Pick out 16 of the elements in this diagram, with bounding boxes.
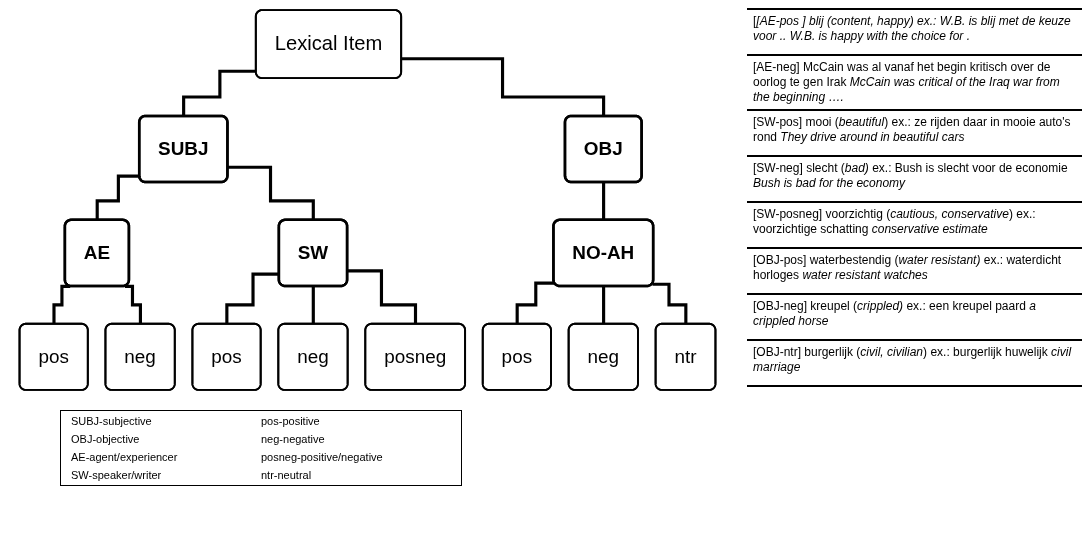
example-note: [OBJ-ntr] burgerlijk (civil, civilian) ex.: burgerlijk huwelijk civil marriage	[747, 341, 1082, 387]
table-cell-text: pos-positive	[261, 415, 321, 427]
table-cell-text: AE-agent/experiencer	[71, 451, 179, 463]
table-cell-text: SW-speaker/writer	[71, 469, 163, 481]
example-note: [OBJ-pos] waterbestendig (water resistant) ex.: waterdicht horloges water resistant watches	[747, 249, 1082, 295]
table-cell-text: ntr-neutral	[261, 469, 313, 481]
example-note: [SW-pos] mooi (beautiful) ex.: ze rijden daar in mooie auto's rond They drive around in beautiful cars	[747, 111, 1082, 157]
table-cell-text: SUBJ-subjective	[71, 415, 153, 427]
example-note: [SW-neg] slecht (bad) ex.: Bush is slecht voor de economie Bush is bad for the economy	[747, 157, 1082, 203]
table-cell-text: neg-negative	[261, 433, 326, 445]
table-cell-text: OBJ-objective	[71, 433, 141, 445]
example-note: [[AE-pos ] blij (content, happy) ex.: W.B. is blij met de keuze voor .. W.B. is happy with the choice for .	[747, 10, 1082, 56]
table-cell-text: posneg-positive/negative	[261, 451, 384, 463]
example-note: [AE-neg] McCain was al vanaf het begin kritisch over de oorlog te gen Irak McCain was critical of the Iraq war from the beginning ….	[747, 56, 1082, 111]
example-note: [SW-posneg] voorzichtig (cautious, conservative) ex.: voorzichtige schatting conservative estimate	[747, 203, 1082, 249]
example-note: [OBJ-neg] kreupel (crippled) ex.: een kreupel paard a crippled horse	[747, 295, 1082, 341]
